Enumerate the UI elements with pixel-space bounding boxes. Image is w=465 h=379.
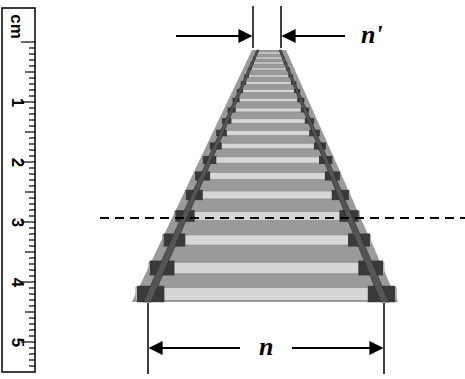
ruler-tick xyxy=(29,167,35,168)
sleeper xyxy=(241,82,297,85)
ruler-tick xyxy=(29,185,35,186)
ruler-tick xyxy=(29,335,35,336)
ruler-tick xyxy=(29,305,35,306)
ruler-tick xyxy=(29,209,35,210)
ruler-tick xyxy=(29,287,35,288)
rail xyxy=(279,50,389,302)
ruler-tick xyxy=(29,275,35,276)
ruler-tick xyxy=(25,311,35,312)
sleeper xyxy=(222,119,315,123)
ruler-tick xyxy=(29,113,35,114)
sleeper xyxy=(232,98,305,101)
ruler-tick xyxy=(29,173,35,174)
ruler-tick xyxy=(29,227,35,228)
extension-line xyxy=(147,303,149,374)
sleeper xyxy=(194,172,340,179)
ruler-tick xyxy=(29,365,35,366)
sleeper xyxy=(202,157,333,163)
ruler-tick xyxy=(29,53,35,54)
ruler-tick xyxy=(29,89,35,90)
track-ballast xyxy=(132,50,398,302)
ruler-tick xyxy=(29,317,35,318)
ruler-number: 5 xyxy=(9,337,26,346)
dimension-label: n' xyxy=(359,22,385,48)
sleeper xyxy=(253,57,285,59)
ruler-tick xyxy=(29,263,35,264)
sleeper xyxy=(136,288,396,301)
ruler-ticks xyxy=(21,42,35,366)
ruler-tick xyxy=(29,329,35,330)
ruler-tick xyxy=(29,95,35,96)
ruler-tick xyxy=(29,359,35,360)
ruler-tick xyxy=(29,179,35,180)
ruler-tick xyxy=(29,269,35,270)
ruler-tick xyxy=(25,191,35,192)
ruler-unit: cm xyxy=(7,14,24,39)
ruler-tick xyxy=(29,143,35,144)
sleeper xyxy=(237,90,301,93)
ruler-tick xyxy=(29,353,35,354)
ruler-tick xyxy=(25,71,35,72)
ruler-number: 3 xyxy=(9,217,26,226)
track-sleepers xyxy=(136,52,396,303)
sleeper xyxy=(255,52,282,54)
dimension-arrow xyxy=(150,347,240,349)
ruler-tick xyxy=(29,239,35,240)
ruler-number: 2 xyxy=(9,157,26,166)
ruler-tick xyxy=(29,233,35,234)
ruler-tick xyxy=(29,83,35,84)
ruler-tick xyxy=(29,119,35,120)
ruler-tick xyxy=(29,137,35,138)
ruler-tick xyxy=(29,245,35,246)
ruler-tick xyxy=(29,155,35,156)
sleeper xyxy=(185,191,350,199)
extension-line xyxy=(280,6,282,48)
dimension-arrow xyxy=(283,35,345,37)
ruler-number: 4 xyxy=(9,277,26,286)
sleeper xyxy=(250,62,287,64)
ruler-tick xyxy=(21,41,35,42)
ruler-tick xyxy=(29,293,35,294)
dimension-arrow xyxy=(292,347,382,349)
dimension-arrow xyxy=(176,35,251,37)
ruler-tick xyxy=(25,131,35,132)
ruler-tick xyxy=(29,299,35,300)
ruler-tick xyxy=(29,197,35,198)
ruler-tick xyxy=(29,65,35,66)
sleeper xyxy=(175,212,360,221)
ruler-tick xyxy=(29,257,35,258)
sleeper xyxy=(149,262,384,273)
ruler-tick xyxy=(29,59,35,60)
sleeper xyxy=(244,75,293,77)
rail xyxy=(143,50,259,302)
dimension-label: n xyxy=(257,334,275,360)
ruler-tick xyxy=(29,77,35,78)
sleeper xyxy=(163,235,371,245)
ruler-tick xyxy=(29,215,35,216)
reference-dashed-line xyxy=(100,217,465,219)
ruler-body xyxy=(2,8,35,372)
sleeper xyxy=(227,108,309,112)
extension-line xyxy=(252,6,254,48)
ruler-tick xyxy=(29,149,35,150)
sleeper xyxy=(216,131,321,136)
ruler-tick xyxy=(25,251,35,252)
ruler-tick xyxy=(29,323,35,324)
sleeper xyxy=(209,143,326,149)
ruler-tick xyxy=(29,347,35,348)
ruler-tick xyxy=(29,107,35,108)
ruler-number: 1 xyxy=(9,97,26,106)
ruler-tick xyxy=(29,47,35,48)
track-rails xyxy=(143,50,389,302)
extension-line xyxy=(383,303,385,374)
ruler-tick xyxy=(29,203,35,204)
ruler-tick xyxy=(29,125,35,126)
sleeper xyxy=(247,68,290,70)
